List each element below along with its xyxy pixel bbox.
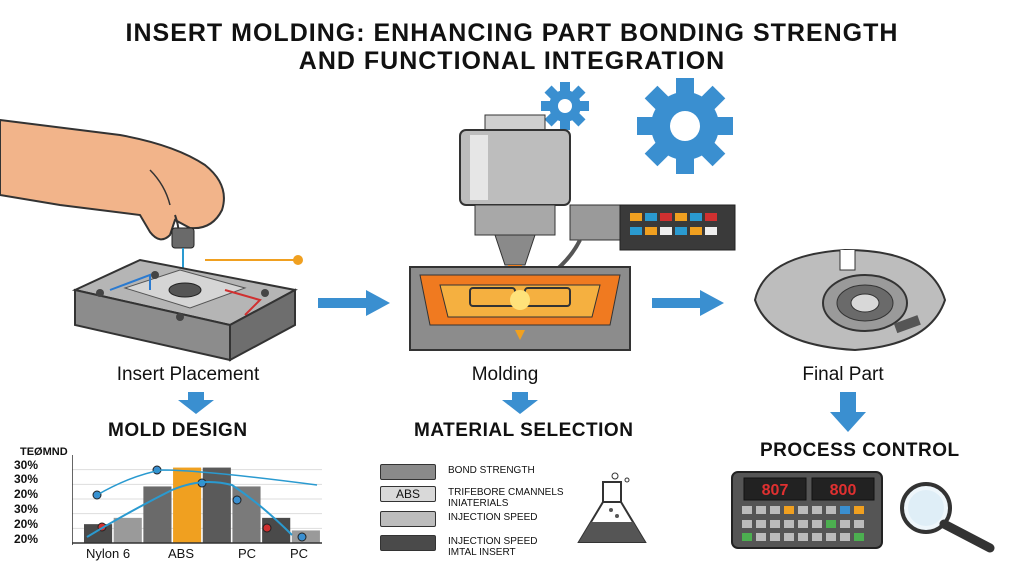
chart-point (262, 523, 272, 533)
chart-point (232, 495, 242, 505)
trend-line (86, 480, 293, 538)
y-tick-label: 20% (14, 487, 39, 501)
magnifier-icon (900, 482, 995, 553)
x-tick-label: Nylon 6 (86, 546, 131, 561)
y-tick-label: 30% (14, 458, 39, 472)
y-tick-label: 20% (14, 517, 39, 531)
legend-swatch: ABS (380, 486, 436, 502)
section-title-mold-design: MOLD DESIGN (108, 420, 248, 441)
section-title-process-control: PROCESS CONTROL (760, 440, 960, 461)
legend-item: BOND STRENGTH (380, 464, 580, 480)
chart-bar (143, 486, 172, 543)
process-controller-icon: 807 800 (731, 471, 883, 549)
legend-swatch (380, 535, 436, 551)
chart-bar (173, 467, 202, 543)
y-tick-label: 20% (14, 532, 39, 546)
chart-plot-area (72, 455, 322, 545)
gears-icon (541, 78, 733, 174)
legend-label: BOND STRENGTH (448, 465, 535, 476)
legend-label: INJECTION SPEED (448, 512, 538, 523)
legend-item: ABS TRIFEBORE CMANNELS INIATERIALS (380, 486, 580, 509)
stage-label-molding: Molding (471, 364, 539, 385)
x-tick-label: PC (238, 546, 257, 561)
controller-display-2: 800 (830, 482, 857, 499)
y-tick-label: 30% (14, 472, 39, 486)
chart-bar (113, 517, 142, 543)
trend-line (96, 469, 318, 496)
section-title-material-selection: MATERIAL SELECTION (414, 420, 634, 441)
legend-item: INJECTION SPEED (380, 511, 580, 527)
stage-label-insert-placement: Insert Placement (116, 364, 260, 385)
page-title-line2: AND FUNCTIONAL INTEGRATION (298, 47, 726, 75)
flask-icon (577, 472, 647, 543)
arrow-down-icon (830, 392, 866, 432)
page-title-line1: INSERT MOLDING: ENHANCING PART BONDING S… (125, 19, 899, 47)
legend-swatch (380, 511, 436, 527)
controller-display-1: 807 (762, 482, 789, 499)
metal-part-icon (753, 248, 947, 352)
arrow-down-icon (178, 392, 214, 414)
arrow-right-icon (318, 290, 390, 316)
legend-swatch (380, 464, 436, 480)
arrow-down-icon (502, 392, 538, 414)
chart-bar (202, 467, 231, 543)
legend-item: INJECTION SPEED IMTAL INSERT (380, 535, 580, 558)
hand-insert-mold-icon (0, 118, 303, 362)
x-tick-label: ABS (168, 546, 195, 561)
chart-point (297, 532, 307, 542)
stage-label-final-part: Final Part (802, 364, 884, 385)
arrow-right-icon (652, 290, 724, 316)
injection-machine-icon (409, 114, 736, 351)
legend-label: TRIFEBORE CMANNELS INIATERIALS (448, 487, 564, 509)
x-tick-label: PC (290, 546, 309, 561)
chart-title: TEØMND (20, 446, 68, 458)
y-tick-label: 30% (14, 502, 39, 516)
legend-label: INJECTION SPEED IMTAL INSERT (448, 536, 538, 558)
